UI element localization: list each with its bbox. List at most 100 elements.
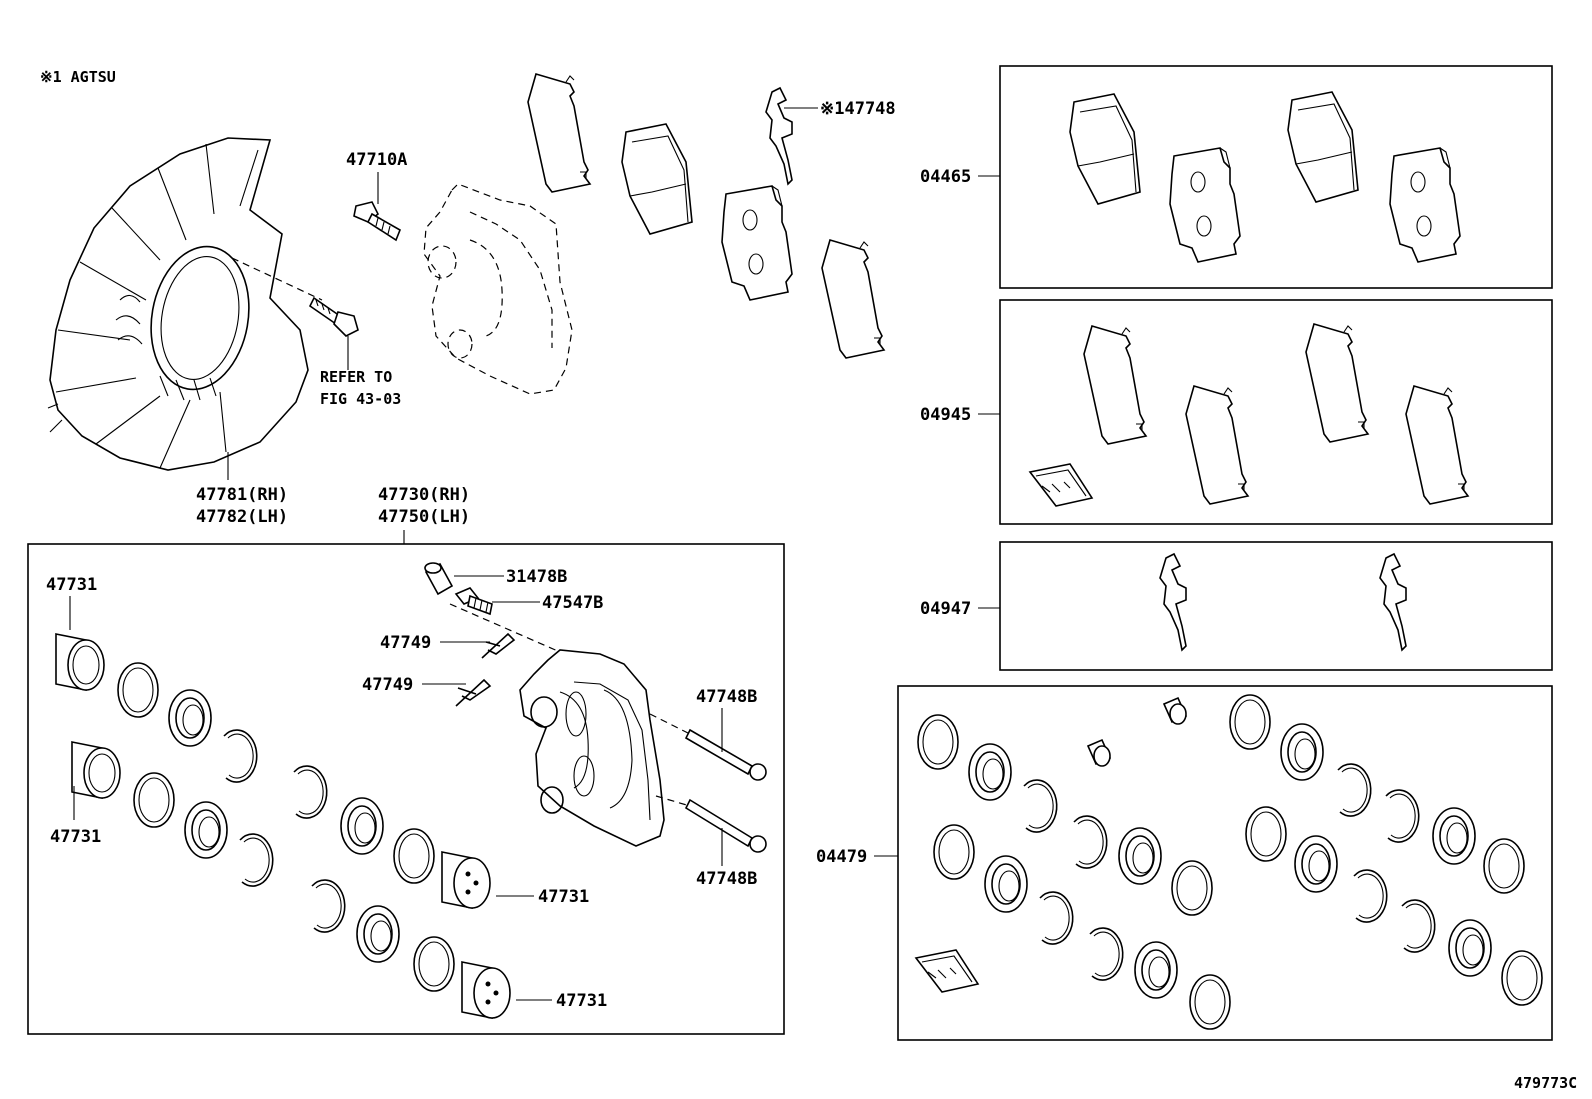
piston-seal: [1229, 694, 1271, 750]
guide-pin-lower: [684, 798, 767, 853]
label-04479: 04479: [816, 847, 867, 867]
anti-squeal-spring: [1379, 553, 1407, 651]
grease-packet: [1029, 463, 1093, 507]
set-ring: [311, 879, 346, 933]
label-47730-rh: 47730(RH): [378, 485, 470, 505]
set-ring: [1089, 927, 1124, 981]
guide-pin-upper: [684, 728, 767, 781]
retaining-clip: [455, 678, 492, 707]
caliper-piston: [71, 741, 121, 799]
dust-boot: [1448, 919, 1492, 977]
piston-seal: [413, 936, 455, 992]
caliper-piston: [441, 851, 491, 909]
bleeder-cap: [1086, 738, 1112, 767]
piston-seal: [117, 662, 159, 718]
dust-boot: [1134, 941, 1178, 999]
dust-boot: [340, 797, 384, 855]
set-ring: [1401, 899, 1436, 953]
label-04465: 04465: [920, 167, 971, 187]
pad-shim: [527, 73, 591, 193]
dash-line: [231, 257, 323, 301]
kit-box-04479: [897, 685, 1553, 1041]
pad-shim: [1185, 385, 1249, 505]
label-147748: ※147748: [820, 99, 896, 119]
pad-backing-plate: [721, 185, 793, 301]
set-ring: [1039, 891, 1074, 945]
brake-pad: [621, 123, 693, 235]
set-ring: [1073, 815, 1108, 869]
piston-seal: [393, 828, 435, 884]
kit-box-04947: [999, 541, 1553, 671]
label-47731-d: 47731: [556, 991, 607, 1011]
set-ring: [1337, 763, 1372, 817]
shield-bolt: [308, 296, 359, 337]
dust-boot: [356, 905, 400, 963]
dust-boot: [1118, 827, 1162, 885]
dust-shield: [47, 137, 309, 471]
piston-seal: [1501, 950, 1543, 1006]
piston-seal: [1171, 860, 1213, 916]
label-47731-a: 47731: [46, 575, 97, 595]
pad-backing-plate: [1389, 147, 1461, 263]
label-47748B-lower: 47748B: [696, 869, 757, 889]
bleeder-screw: [454, 587, 493, 616]
piston-seal: [933, 824, 975, 880]
label-47781-rh: 47781(RH): [196, 485, 288, 505]
piston-seal: [1189, 974, 1231, 1030]
pad-shim: [1083, 325, 1147, 445]
dust-boot: [968, 743, 1012, 801]
set-ring: [1023, 779, 1058, 833]
dust-boot: [1294, 835, 1338, 893]
bleeder-cap: [424, 562, 454, 596]
set-ring: [223, 729, 258, 783]
set-ring: [239, 833, 274, 887]
retaining-clip: [481, 632, 516, 659]
set-ring: [1385, 789, 1420, 843]
dash-line: [449, 603, 561, 653]
dash-line: [655, 795, 691, 807]
caliper-upper: [423, 183, 573, 395]
dust-boot: [984, 855, 1028, 913]
set-ring: [1353, 869, 1388, 923]
piston-seal: [917, 714, 959, 770]
label-04945: 04945: [920, 405, 971, 425]
caliper-bolt: [353, 201, 402, 242]
label-47547B: 47547B: [542, 593, 603, 613]
dust-boot: [1280, 723, 1324, 781]
dust-boot: [184, 801, 228, 859]
label-47731-b: 47731: [50, 827, 101, 847]
dust-boot: [168, 689, 212, 747]
pad-shim: [1405, 385, 1469, 505]
note-label: ※1 AGTSU: [40, 68, 116, 86]
label-47749-lower: 47749: [362, 675, 413, 695]
label-47749-upper: 47749: [380, 633, 431, 653]
label-47750-lh: 47750(LH): [378, 507, 470, 527]
refer-to-line1: REFER TO: [320, 368, 392, 386]
anti-squeal-spring: [1159, 553, 1187, 651]
dust-boot: [1432, 807, 1476, 865]
brake-pad: [1069, 93, 1141, 205]
kit-box-04945: [999, 299, 1553, 525]
piston-seal: [133, 772, 175, 828]
label-47710A: 47710A: [346, 150, 407, 170]
label-47731-c: 47731: [538, 887, 589, 907]
label-47748B-upper: 47748B: [696, 687, 757, 707]
grease-packet: [915, 949, 979, 993]
pad-shim: [1305, 323, 1369, 443]
brake-pad: [1287, 91, 1359, 203]
dash-line: [649, 713, 691, 735]
pad-shim: [821, 239, 885, 359]
label-31478B: 31478B: [506, 567, 567, 587]
label-04947: 04947: [920, 599, 971, 619]
label-47782-lh: 47782(LH): [196, 507, 288, 527]
caliper-kit-box: [27, 543, 785, 1035]
set-ring: [293, 765, 328, 819]
figure-id: 479773C: [1514, 1074, 1577, 1092]
pad-backing-plate: [1169, 147, 1241, 263]
anti-squeal-spring: [765, 87, 793, 185]
kit-box-04465: [999, 65, 1553, 289]
piston-seal: [1245, 806, 1287, 862]
caliper-lower: [519, 649, 665, 847]
bleeder-cap: [1162, 696, 1188, 725]
